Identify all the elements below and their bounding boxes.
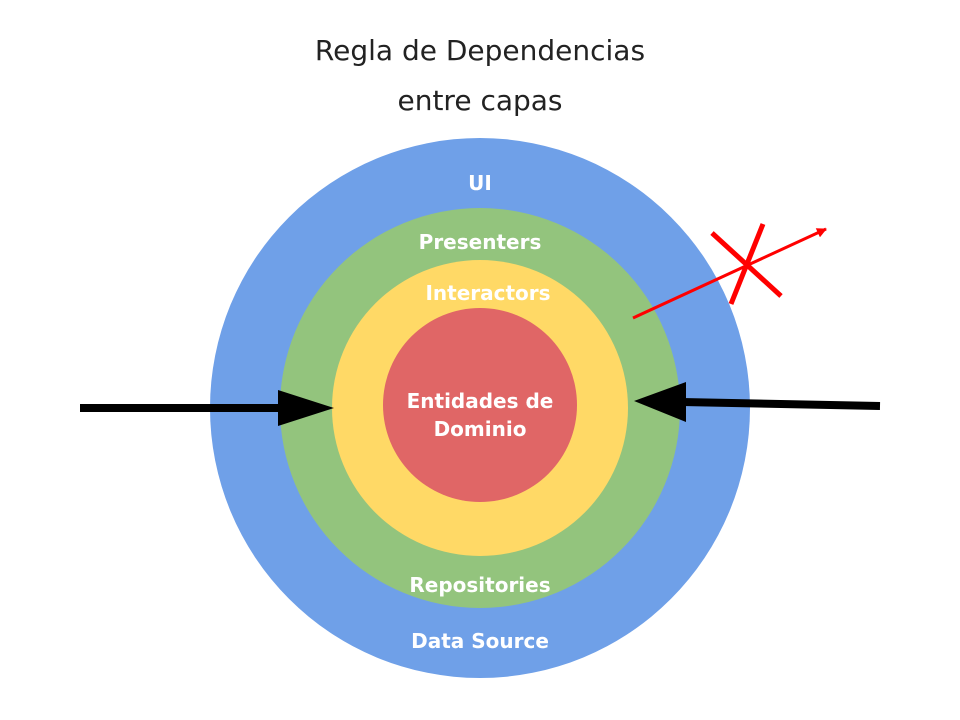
inward-arrow-right: [634, 382, 881, 422]
domain-entities-core: [383, 308, 577, 502]
forbidden-outward-arrow: [632, 227, 827, 320]
repositories-layer-label: Repositories: [409, 573, 550, 597]
title-line-1: Regla de Dependencias: [314, 34, 646, 67]
title-line-2: entre capas: [397, 84, 563, 117]
x-mark-icon: [710, 223, 783, 305]
presenters-layer-label: Presenters: [419, 230, 542, 254]
ui-layer-label: UI: [468, 171, 492, 195]
domain-entities-label-line-1: Entidades de: [407, 389, 554, 413]
data-source-layer-label: Data Source: [411, 629, 549, 653]
interactors-layer-label: Interactors: [425, 281, 550, 305]
diagram-title: Regla de Dependencias entre capas: [0, 26, 960, 126]
inward-arrow-left: [80, 390, 334, 426]
domain-entities-label-line-2: Dominio: [434, 417, 527, 441]
